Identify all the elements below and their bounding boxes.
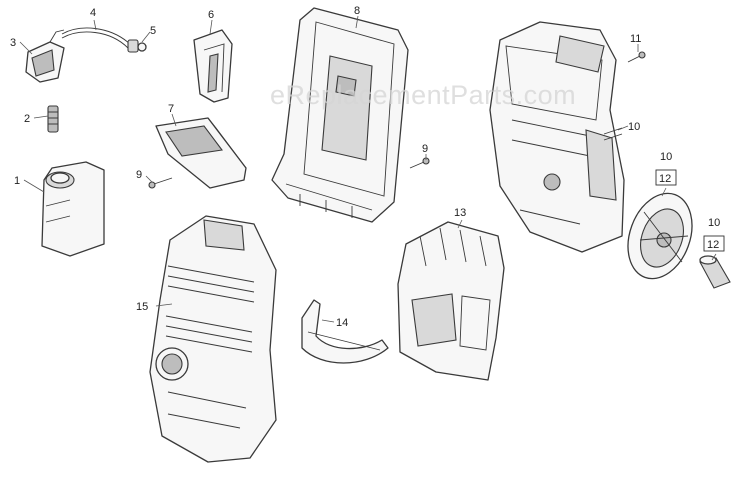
callout-12-wheel-box: 12 bbox=[655, 169, 677, 186]
part-6-clip bbox=[193, 29, 233, 103]
part-11-screw bbox=[627, 51, 646, 63]
part-10-wheel bbox=[627, 192, 693, 280]
part-3-spray-handle bbox=[25, 29, 65, 83]
part-14-hose-hook bbox=[301, 299, 389, 364]
part-15-front-housing bbox=[149, 215, 277, 463]
part-13-inner-chassis bbox=[397, 221, 505, 381]
part-10-bolt-top bbox=[603, 127, 623, 141]
callout-11: 11 bbox=[630, 33, 641, 45]
part-2-nozzle bbox=[47, 105, 59, 133]
callout-10-wheel: 10 bbox=[660, 151, 672, 163]
callout-9-left: 9 bbox=[136, 169, 142, 181]
callout-2: 2 bbox=[24, 113, 30, 125]
callout-5: 5 bbox=[150, 25, 156, 37]
part-1-detergent-tank bbox=[41, 161, 105, 257]
callout-12-wheel: 12 bbox=[659, 173, 671, 185]
callout-14: 14 bbox=[336, 317, 348, 329]
part-4-hose bbox=[61, 27, 131, 49]
callout-12-axle: 12 bbox=[707, 239, 719, 251]
callout-4: 4 bbox=[90, 7, 96, 19]
main-rear-housing bbox=[489, 21, 625, 253]
callout-8: 8 bbox=[354, 5, 360, 17]
part-5-hose-connector bbox=[127, 39, 147, 53]
part-9-screw-left bbox=[148, 177, 173, 189]
callout-6: 6 bbox=[208, 9, 214, 21]
callout-3: 3 bbox=[10, 37, 16, 49]
callout-12-axle-box: 12 bbox=[703, 235, 725, 252]
callouts: 3 4 5 2 1 6 7 9 8 9 11 10 10 12 10 12 13… bbox=[10, 5, 725, 329]
watermark: eReplacementParts.com bbox=[270, 80, 576, 110]
callout-13: 13 bbox=[454, 207, 466, 219]
callout-10-axle: 10 bbox=[708, 217, 720, 229]
part-8-rear-frame bbox=[271, 7, 409, 223]
part-7-cover-plate bbox=[155, 117, 247, 189]
callout-1: 1 bbox=[14, 175, 20, 187]
callout-15: 15 bbox=[136, 301, 148, 313]
callout-9-right: 9 bbox=[422, 143, 428, 155]
leader-lines bbox=[19, 15, 717, 323]
callout-10-top: 10 bbox=[628, 121, 640, 133]
callout-7: 7 bbox=[168, 103, 174, 115]
part-10-axle bbox=[699, 255, 731, 289]
